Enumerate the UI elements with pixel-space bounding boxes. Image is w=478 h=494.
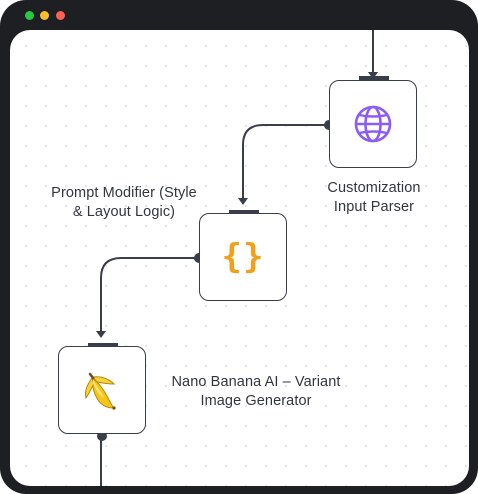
edge-parser-modifier	[242, 124, 328, 200]
node-label-nano-banana-generator: Nano Banana AI – Variant Image Generator	[156, 373, 356, 411]
modifier-input-handle	[229, 210, 259, 214]
generator-input-handle	[88, 343, 118, 347]
node-label-prompt-modifier: Prompt Modifier (Style & Layout Logic)	[34, 184, 214, 222]
arrow-head-generator	[96, 331, 106, 338]
node-customization-input-parser[interactable]	[329, 80, 417, 168]
window-control-red[interactable]	[56, 11, 65, 20]
window-control-green[interactable]	[25, 11, 34, 20]
label-line: Prompt Modifier (Style	[51, 185, 197, 201]
curly-braces-icon: {}	[221, 237, 265, 277]
node-label-customization-input-parser: Customization Input Parser	[310, 179, 438, 217]
banana-icon	[85, 372, 116, 410]
label-line: Image Generator	[200, 393, 312, 409]
arrow-head-modifier	[238, 198, 248, 205]
label-line: & Layout Logic)	[72, 204, 176, 220]
workflow-canvas[interactable]: Customization Input Parser {} Prompt Mod…	[10, 30, 469, 486]
edge-modifier-generator	[100, 257, 199, 333]
globe-icon	[354, 105, 392, 143]
label-line: Nano Banana AI – Variant	[171, 374, 341, 390]
arrow-head-parser	[368, 72, 378, 79]
label-line: Customization	[327, 180, 421, 196]
title-bar	[0, 0, 478, 30]
window-control-yellow[interactable]	[40, 11, 49, 20]
parser-input-handle	[359, 76, 389, 80]
label-line: Input Parser	[333, 199, 415, 215]
node-nano-banana-generator[interactable]	[58, 346, 146, 434]
node-prompt-modifier[interactable]: {}	[199, 213, 287, 301]
